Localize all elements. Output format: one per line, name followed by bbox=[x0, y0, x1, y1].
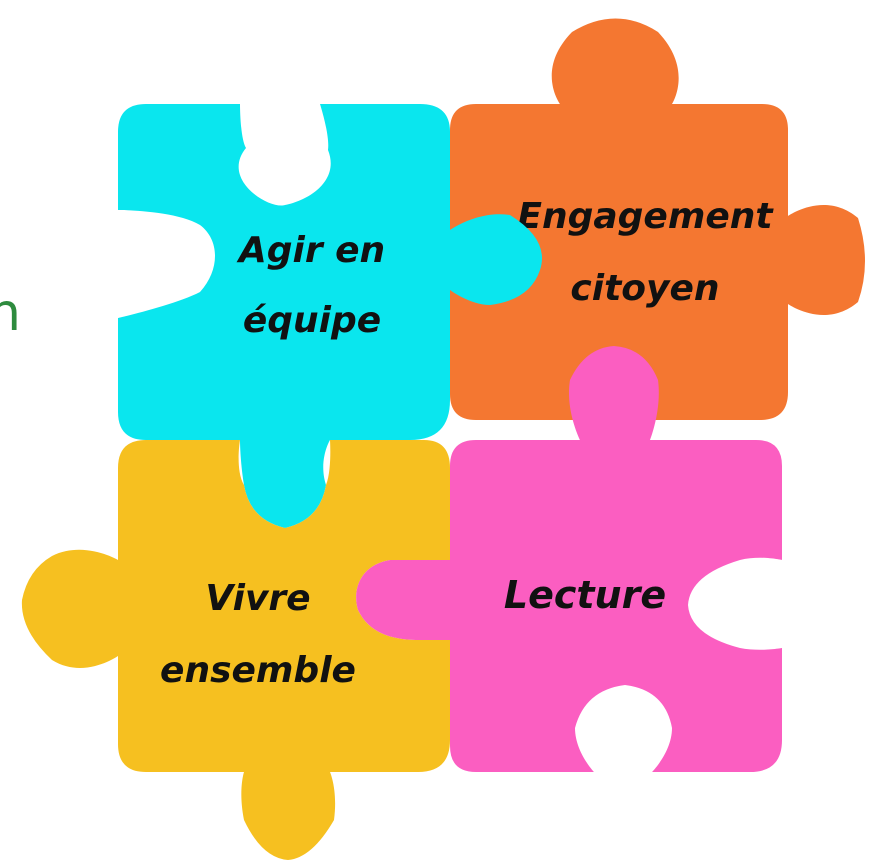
piece-shape-yellow bbox=[21, 440, 450, 860]
label-vivre-line1: Vivre bbox=[205, 578, 310, 619]
puzzle-piece-vivre: Vivre ensemble bbox=[21, 440, 450, 860]
edge-text-fragment: n bbox=[0, 283, 21, 343]
label-engagement-line1: Engagement bbox=[517, 196, 774, 237]
label-agir-line1: Agir en bbox=[236, 230, 385, 271]
label-agir-line2: équipe bbox=[243, 300, 381, 341]
puzzle-piece-agir: Agir en équipe bbox=[118, 104, 542, 528]
label-vivre-line2: ensemble bbox=[160, 650, 356, 691]
piece-shape-pink bbox=[356, 346, 782, 772]
puzzle-piece-lecture: Lecture bbox=[356, 346, 782, 772]
puzzle-piece-engagement: Engagement citoyen bbox=[450, 18, 865, 420]
label-engagement-line2: citoyen bbox=[570, 268, 719, 309]
piece-shape-cyan bbox=[118, 104, 542, 528]
piece-shape-orange bbox=[450, 18, 865, 420]
label-lecture: Lecture bbox=[504, 573, 666, 617]
